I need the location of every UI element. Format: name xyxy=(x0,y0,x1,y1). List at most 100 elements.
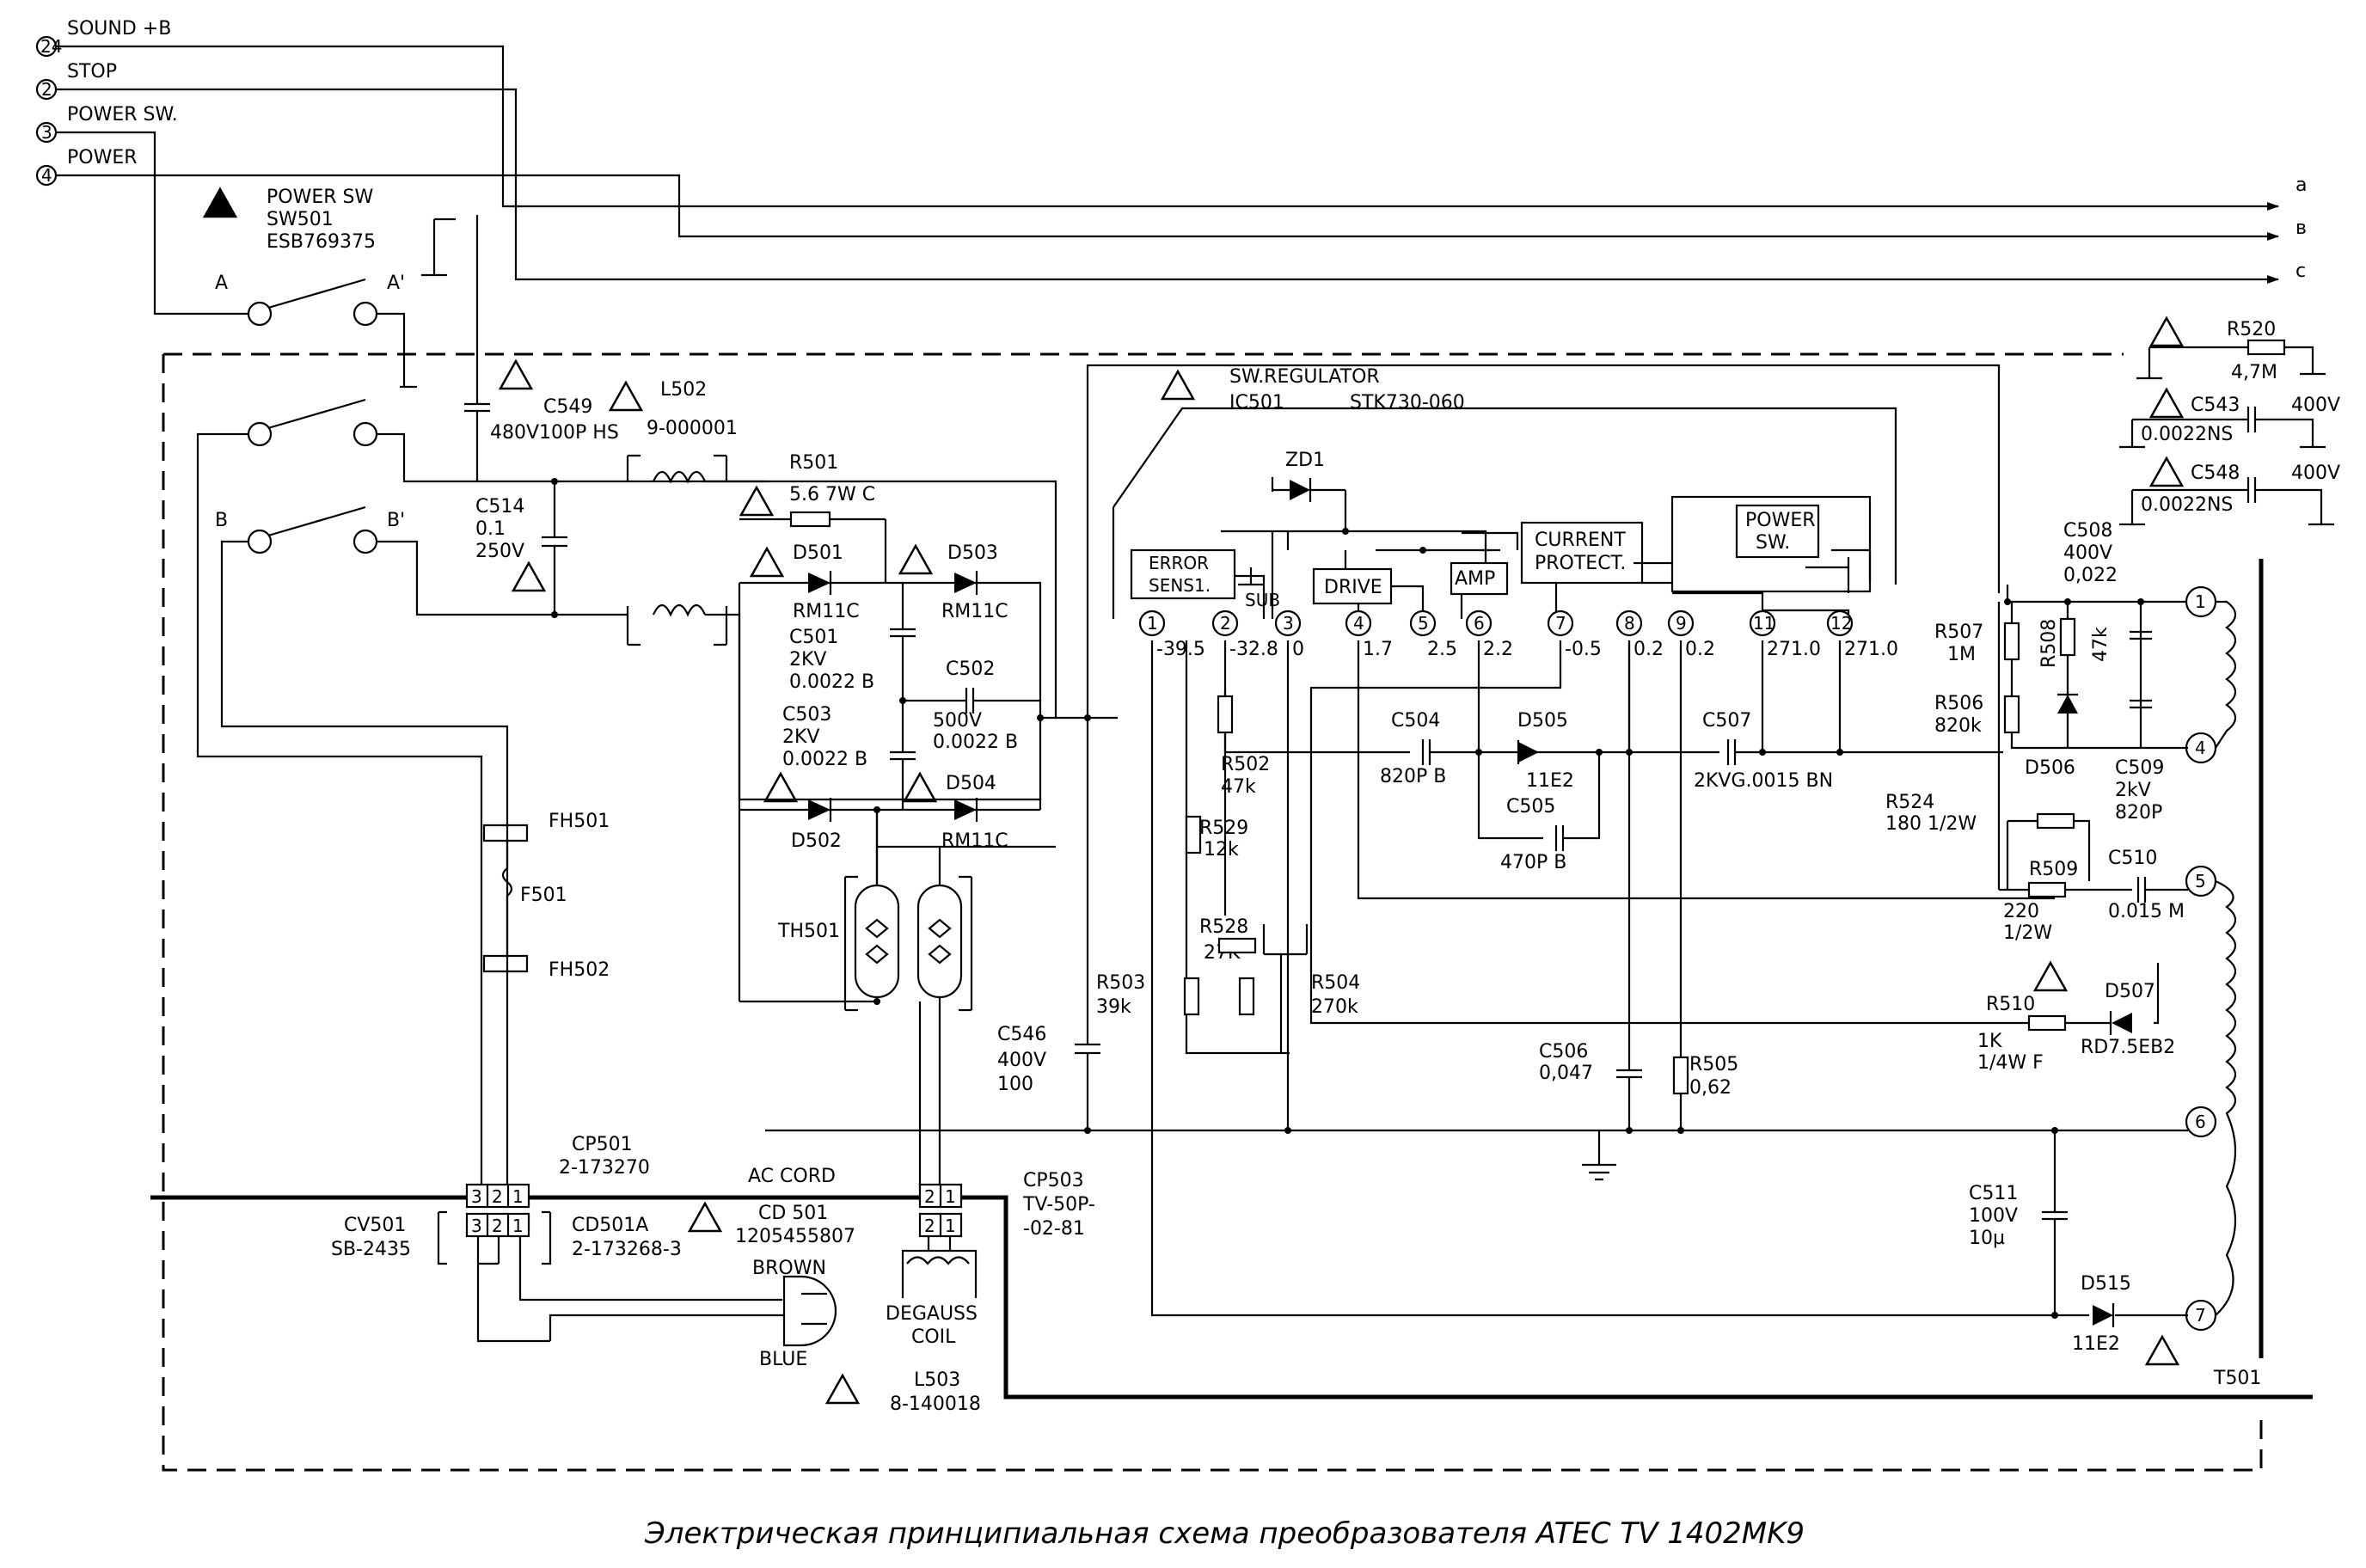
cp503-pin1: 1 xyxy=(945,1186,956,1207)
ic-pin-4 xyxy=(1345,609,1372,637)
c548-val: 0.0022NS xyxy=(2141,494,2233,516)
t501-pin1: 1 xyxy=(2195,591,2206,612)
ic-pin-2 xyxy=(1211,609,1239,637)
c503-v: 2KV xyxy=(782,726,819,748)
resistor-r501: R501 5.6 7W C xyxy=(739,452,886,528)
d504-ref: D504 xyxy=(946,773,996,794)
d515-val: 11E2 xyxy=(2072,1333,2120,1355)
svg-text:!: ! xyxy=(215,197,222,217)
d505-val: 11E2 xyxy=(1526,770,1574,792)
l503-pin2: 2 xyxy=(924,1216,935,1236)
c506-ref: C506 xyxy=(1539,1041,1588,1063)
ac-cord-label: AC CORD xyxy=(748,1166,836,1187)
r502-ref: R502 xyxy=(1221,754,1270,775)
c543-ref: C543 xyxy=(2191,395,2240,416)
c510-ref: C510 xyxy=(2108,848,2157,869)
ic-pin-12 xyxy=(1826,609,1854,637)
sub-label: SUB xyxy=(1245,590,1280,610)
ic-title: SW.REGULATOR xyxy=(1229,366,1380,388)
c503-ref: C503 xyxy=(782,704,831,726)
cv501-part: SB-2435 xyxy=(331,1239,411,1260)
r509-v: 220 xyxy=(2003,901,2039,922)
cv501-ref: CV501 xyxy=(344,1215,406,1236)
ic-pin-label-6: 6 xyxy=(1474,613,1485,634)
c514-v2: 250V xyxy=(475,541,524,562)
c508-v: 400V xyxy=(2063,542,2112,564)
ic-pin-label-1: 1 xyxy=(1147,613,1158,634)
r501-value: 5.6 7W C xyxy=(789,484,875,505)
r510-val: 1/4W F xyxy=(1977,1052,2044,1074)
cd501a-pin1: 1 xyxy=(512,1216,524,1236)
input-pin-3: 3 xyxy=(41,122,52,143)
power-switch-ref: SW501 xyxy=(267,209,334,230)
ic-pin-label-5: 5 xyxy=(1418,613,1429,634)
capacitor-c549: C549 480V100P HS xyxy=(464,215,619,481)
ic-pin-voltage-9: 0.2 xyxy=(1685,639,1715,660)
r501-ref: R501 xyxy=(789,452,838,474)
c502-v: 500V xyxy=(933,710,982,732)
brown-wire: BROWN xyxy=(752,1258,826,1279)
current-protect-line1: CURRENT xyxy=(1535,530,1626,551)
ic-pin-label-8: 8 xyxy=(1624,613,1635,634)
ic-pin-voltage-6: 2.2 xyxy=(1483,639,1513,660)
cd501a-ref: CD501A xyxy=(572,1215,648,1236)
d501-ref: D501 xyxy=(793,542,843,564)
c504-ref: C504 xyxy=(1391,710,1440,732)
degauss-line1: DEGAUSS xyxy=(886,1303,978,1325)
cd501a-pin2: 2 xyxy=(492,1216,503,1236)
ic-pin-1 xyxy=(1138,609,1166,637)
l503-ref: L503 xyxy=(914,1369,960,1391)
c511-val: 10µ xyxy=(1969,1228,2005,1249)
power-sw-line1: POWER xyxy=(1745,510,1816,531)
l502-ref: L502 xyxy=(660,379,707,401)
power-switch: ! POWER SW SW501 ESB769375 A A' B B' xyxy=(196,187,765,1191)
t501-ref: T501 xyxy=(2213,1368,2261,1389)
ic-pin-voltage-1: -39.5 xyxy=(1156,639,1205,660)
ic-pin-9 xyxy=(1667,609,1695,637)
ic-pin-7 xyxy=(1547,609,1574,637)
degauss-line2: COIL xyxy=(911,1326,956,1348)
input-label-stop: STOP xyxy=(67,61,117,83)
c505-val: 470P B xyxy=(1500,852,1566,873)
cp501-pin1: 1 xyxy=(512,1186,524,1207)
input-label-power: POWER xyxy=(67,147,138,168)
r508-ref: R508 xyxy=(2038,619,2060,668)
th501-ref: TH501 xyxy=(777,921,840,942)
fh501-label: FH501 xyxy=(549,811,610,832)
ic-pin-row: 1-39.52-32.83041.752.562.27-0.580.290.21… xyxy=(1138,609,1898,660)
f501-label: F501 xyxy=(520,885,567,906)
l503-pin1: 1 xyxy=(945,1216,956,1236)
c548-ref: C548 xyxy=(2191,462,2240,484)
input-lines: 24 SOUND +B 2 STOP 3 POWER SW. 4 POWER a… xyxy=(35,18,2307,315)
c508-ref: C508 xyxy=(2063,520,2112,542)
c502-ref: C502 xyxy=(946,658,995,680)
contact-b: B xyxy=(215,510,228,531)
amp-block: AMP xyxy=(1455,568,1495,590)
c508-val: 0,022 xyxy=(2063,565,2118,586)
drive-block: DRIVE xyxy=(1324,577,1382,598)
zd1-ref: ZD1 xyxy=(1285,450,1325,471)
d506-ref: D506 xyxy=(2025,757,2075,779)
d501-type: RM11C xyxy=(793,601,860,622)
ic-pin-label-9: 9 xyxy=(1676,613,1687,634)
r510-v: 1K xyxy=(1977,1031,2002,1052)
c501-ref: C501 xyxy=(789,627,838,648)
cp501-pin2: 2 xyxy=(492,1186,503,1207)
c507-val: 2KVG.0015 BN xyxy=(1694,770,1833,792)
cp503-pin2: 2 xyxy=(924,1186,935,1207)
input-label-power-sw: POWER SW. xyxy=(67,104,178,126)
cd501-ref: CD 501 xyxy=(758,1203,828,1224)
ic-part: STK730-060 xyxy=(1350,392,1465,413)
contact-a: A xyxy=(215,273,228,294)
error-sens-line2: SENS1. xyxy=(1149,575,1211,596)
c511-v: 100V xyxy=(1969,1205,2018,1227)
cp503-ref: CP503 xyxy=(1023,1170,1084,1191)
diagram-caption: Электрическая принципиальная схема преоб… xyxy=(644,1516,1805,1551)
r520-val: 4,7M xyxy=(2231,362,2277,383)
c514-v1: 0.1 xyxy=(475,518,506,540)
d505-ref: D505 xyxy=(1517,710,1568,732)
output-a: a xyxy=(2296,175,2307,196)
d502-ref: D502 xyxy=(791,830,842,852)
contact-a-prime: A' xyxy=(387,273,405,294)
c549-ref: C549 xyxy=(543,396,592,418)
